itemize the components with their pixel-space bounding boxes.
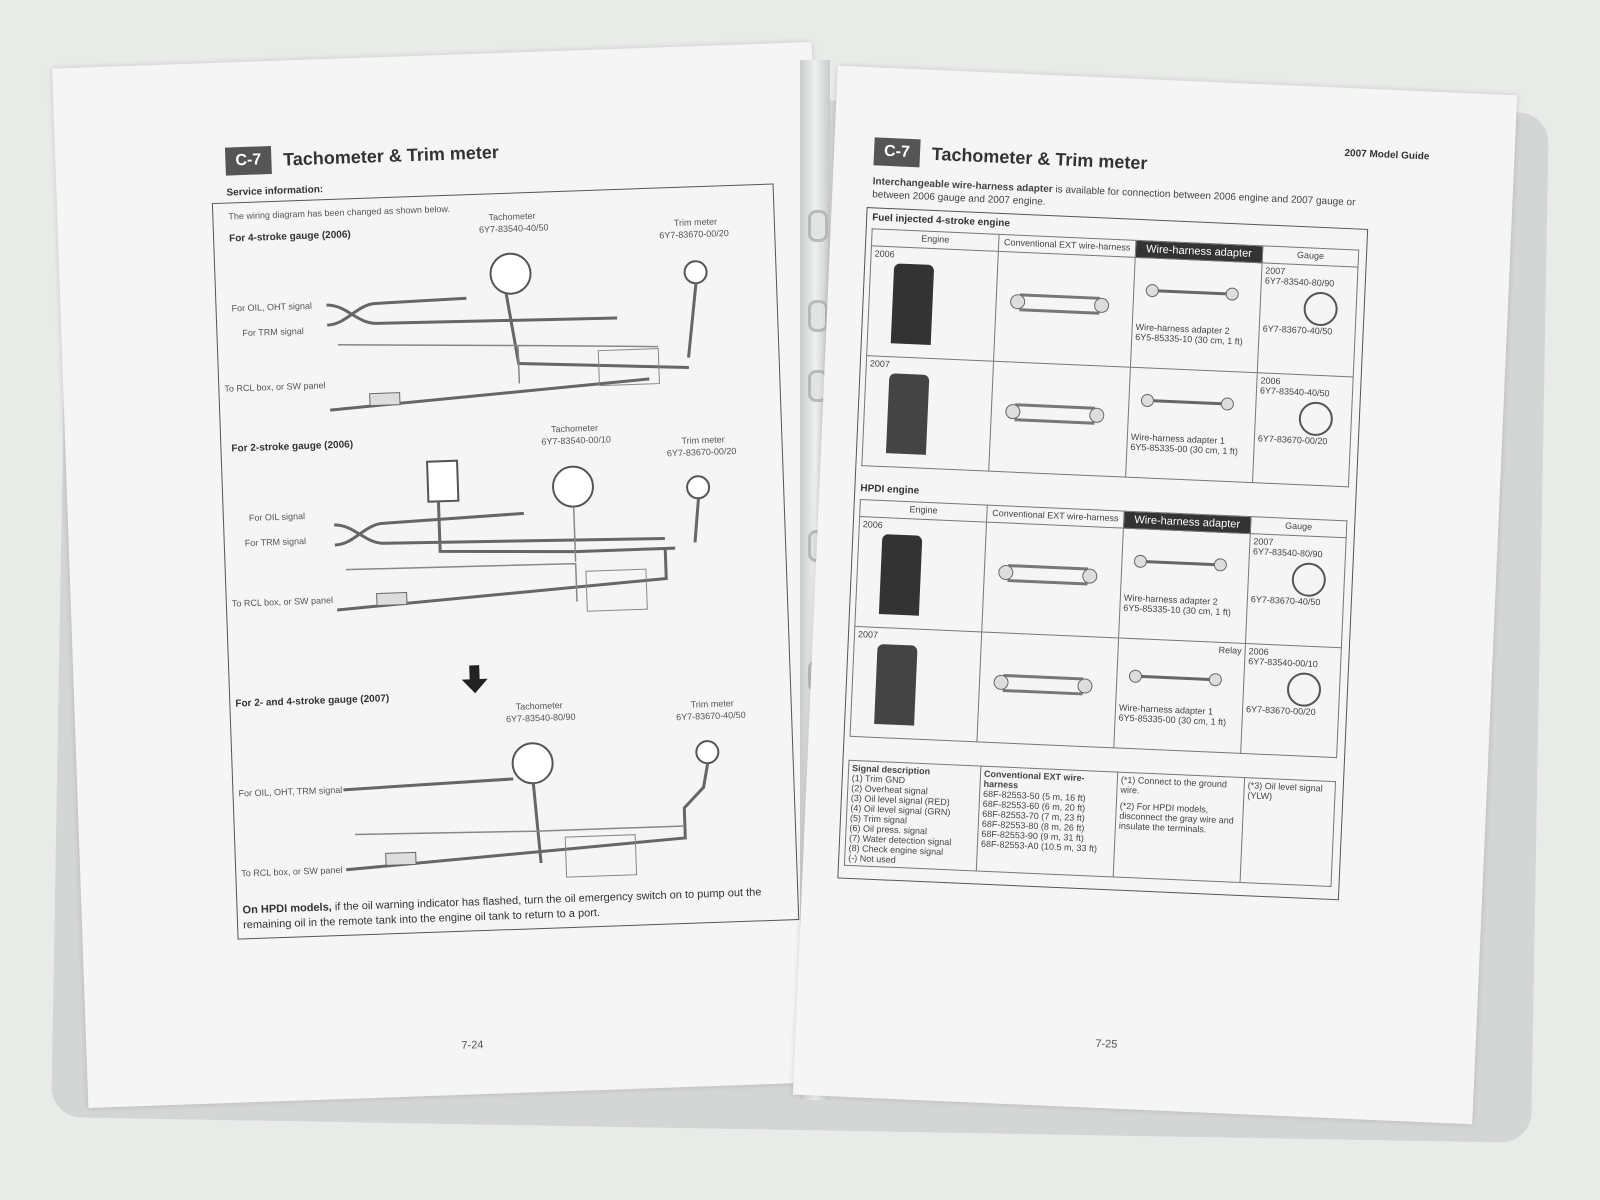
tachometer-icon	[1291, 561, 1327, 598]
hpdi-row2-adapter: Relay Wire-harness adapter 1 6Y5-85335-0…	[1113, 637, 1246, 754]
fi-row1-g2: 6Y7-83670-40/50	[1262, 323, 1333, 337]
fi-row1-conv	[993, 251, 1136, 368]
section-title: Tachometer & Trim meter	[282, 141, 500, 170]
note-2: (*2) For HPDI models, disconnect the gra…	[1118, 800, 1235, 835]
outboard-engine-icon	[878, 534, 923, 616]
model-guide: 2007 Model Guide	[1344, 147, 1430, 163]
sec3-tach-gauge	[511, 742, 554, 785]
left-page: C-7 Tachometer & Trim meter Service info…	[52, 42, 848, 1108]
sec3-title: For 2- and 4-stroke gauge (2007)	[235, 693, 390, 710]
page-number-left: 7-24	[461, 1039, 484, 1052]
hpdi-table: Engine Conventional EXT wire-harness Wir…	[850, 499, 1348, 758]
sec1-trim-gauge	[683, 260, 708, 285]
wiring-diagram-box: The wiring diagram has been changed as s…	[211, 183, 800, 940]
hpdi-title: HPDI engine	[860, 483, 920, 497]
sec3-wiring	[343, 740, 720, 878]
outboard-engine-icon	[890, 263, 935, 345]
tachometer-icon	[1298, 401, 1334, 437]
notes-cell: (*1) Connect to the ground wire. (*2) Fo…	[1113, 772, 1245, 883]
fi-row1-adapter: Wire-harness adapter 2 6Y5-85335-10 (30 …	[1130, 257, 1263, 373]
signal-legend-table: Signal description (1) Trim GND (2) Over…	[844, 760, 1336, 887]
sec3-tach-label: Tachometer	[515, 700, 563, 712]
conv-list-cell: Conventional EXT wire-harness 68F-82553-…	[976, 766, 1118, 877]
fi-title: Fuel injected 4-stroke engine	[871, 212, 1011, 230]
fi-row1-year: 2006	[874, 248, 895, 260]
fi-row2-engine: 2007	[861, 355, 994, 472]
hpdi-row1-conv	[981, 522, 1124, 638]
table-row: 2007 Wire-harness adapter 1 6Y5-85335-00…	[861, 355, 1354, 487]
table-row: 2006 Wire-harness adapter 2 6Y5-85335-10…	[866, 245, 1358, 377]
hpdi-row1-g2: 6Y7-83670-40/50	[1250, 594, 1321, 608]
sec2-tach-gauge	[551, 465, 594, 508]
sec2-tach-label: Tachometer	[550, 422, 599, 435]
note-3: (*3) Oil level signal (YLW)	[1247, 780, 1323, 802]
hpdi-row2-conv	[976, 631, 1119, 748]
binding-ring	[808, 300, 828, 332]
outboard-engine-icon	[874, 643, 918, 726]
hpdi-row2-engine: 2007	[850, 626, 982, 742]
right-header: C-7 Tachometer & Trim meter	[873, 137, 1148, 177]
hpdi-note-bold: On HPDI models,	[242, 901, 332, 917]
sec2-trim-gauge	[686, 475, 711, 500]
sec1-wiring	[326, 252, 708, 412]
intro-text: The wiring diagram has been changed as s…	[228, 203, 451, 222]
section-title: Tachometer & Trim meter	[931, 143, 1148, 173]
hpdi-row1-engine: 2006	[854, 516, 987, 632]
adapter-table-box: Fuel injected 4-stroke engine Engine Con…	[837, 207, 1369, 901]
hpdi-row1-year: 2006	[862, 519, 884, 531]
sec3-trim-gauge	[695, 740, 720, 765]
fi-row1-engine: 2006	[866, 245, 999, 362]
fi-row2-year: 2007	[869, 358, 891, 370]
tachometer-icon	[1302, 291, 1339, 327]
down-arrow-icon	[461, 665, 488, 694]
sec2-box	[425, 459, 460, 503]
hpdi-row2-year: 2007	[857, 629, 879, 640]
fi-table: Engine Conventional EXT wire-harness Wir…	[861, 228, 1359, 487]
table-row: 2007 Relay Wire-harness adapter 1 6Y5-85…	[850, 626, 1342, 758]
fi-row2-adapter: Wire-harness adapter 1 6Y5-85335-00 (30 …	[1125, 367, 1258, 483]
tachometer-icon	[1286, 671, 1322, 708]
notes-cell-2: (*3) Oil level signal (YLW)	[1240, 777, 1336, 887]
note-1: (*1) Connect to the ground wire.	[1120, 774, 1228, 796]
sec3-trim-label: Trim meter	[690, 698, 734, 710]
fi-row2-gauge: 2006 6Y7-83540-40/50 6Y7-83670-00/20	[1252, 372, 1354, 487]
section-code: C-7	[224, 145, 272, 176]
hpdi-row1-adapter: Wire-harness adapter 2 6Y5-85335-10 (30 …	[1118, 528, 1251, 644]
section-code: C-7	[873, 137, 921, 168]
hpdi-row2-g2: 6Y7-83670-00/20	[1245, 704, 1316, 718]
fi-row2-g2: 6Y7-83670-00/20	[1257, 433, 1328, 447]
sec2-wiring	[334, 459, 711, 612]
outboard-engine-icon	[885, 373, 930, 455]
service-info-label: Service information:	[226, 184, 324, 199]
fi-row1-gauge: 2007 6Y7-83540-80/90 6Y7-83670-40/50	[1257, 262, 1358, 377]
binding-ring	[808, 210, 828, 242]
hpdi-row1-gauge: 2007 6Y7-83540-80/90 6Y7-83670-40/50	[1245, 533, 1347, 648]
signal-desc-cell: Signal description (1) Trim GND (2) Over…	[844, 760, 981, 871]
left-header: C-7 Tachometer & Trim meter	[224, 138, 500, 176]
hpdi-row2-gauge: 2006 6Y7-83540-00/10 6Y7-83670-00/20	[1240, 643, 1342, 758]
sec1-tach-gauge	[489, 252, 532, 295]
right-page: C-7 Tachometer & Trim meter 2007 Model G…	[792, 65, 1518, 1125]
sec1-tach-label: Tachometer	[488, 210, 536, 223]
fi-row2-conv	[988, 361, 1131, 478]
table-row: 2006 Wire-harness adapter 2 6Y5-85335-10…	[854, 516, 1347, 648]
page-number-right: 7-25	[1095, 1037, 1118, 1051]
